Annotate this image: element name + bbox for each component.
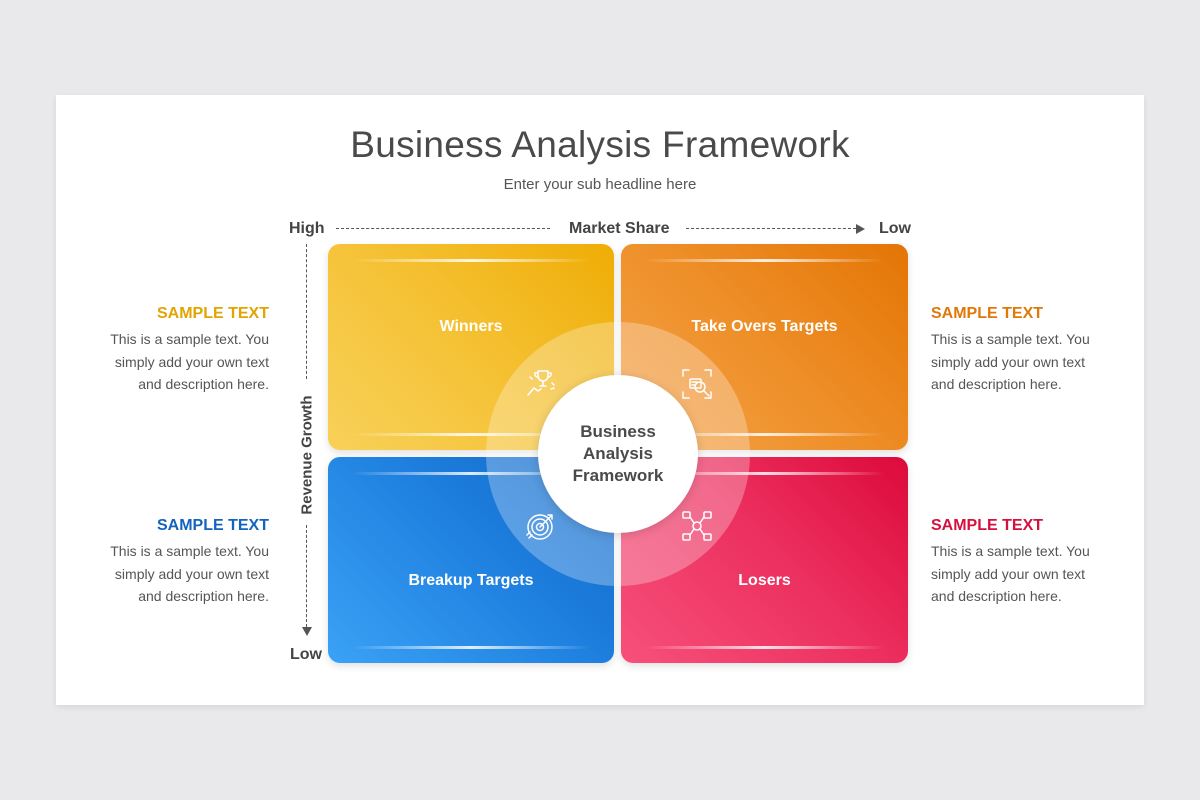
left-bottom-body: This is a sample text. You simply add yo… [99, 540, 269, 608]
bullseye-icon [526, 514, 553, 540]
left-bottom-heading: SAMPLE TEXT [156, 517, 269, 534]
body-line: This is a sample text. You [110, 331, 269, 347]
quadrant-losers: Losers [621, 457, 908, 663]
quadrant-shine-top [352, 259, 590, 262]
body-line: This is a sample text. You [110, 543, 269, 559]
body-line: and description here. [138, 376, 269, 392]
axis-left-low-label: Low [290, 646, 322, 663]
page-title: Business Analysis Framework [350, 124, 850, 165]
center-label-line2: Analysis [583, 444, 653, 463]
right-top-heading: SAMPLE TEXT [931, 305, 1044, 322]
axis-top-high-label: High [289, 220, 325, 237]
left-top-body: This is a sample text. You simply add yo… [99, 328, 269, 396]
right-bottom-body: This is a sample text. You simply add yo… [931, 540, 1101, 608]
body-line: simply add your own text [931, 353, 1086, 370]
trophy-icon [527, 370, 555, 396]
quadrant-label: Take Overs Targets [691, 318, 838, 335]
body-line: and description here. [138, 588, 269, 604]
body-line: simply add your own text [931, 565, 1086, 582]
body-line: simply add your own text [114, 565, 269, 582]
right-bottom-heading: SAMPLE TEXT [931, 517, 1044, 534]
axis-top-dash-left [336, 228, 550, 229]
axis-top-arrow-icon [856, 224, 865, 234]
quadrant-shine-bottom [352, 646, 590, 649]
axis-top-title: Market Share [569, 220, 670, 237]
quadrant-shine-bottom [645, 433, 884, 436]
quadrant-label: Breakup Targets [408, 572, 534, 589]
page-subtitle: Enter your sub headline here [503, 176, 697, 193]
network-hub-icon [682, 511, 712, 541]
axis-top-dash-right [686, 228, 856, 229]
body-line: and description here. [931, 588, 1062, 604]
quadrant-shine-bottom [352, 433, 590, 436]
axis-left-arrow-icon [302, 627, 312, 636]
quadrant-shine-top [352, 472, 590, 475]
left-top-heading: SAMPLE TEXT [156, 305, 269, 322]
body-line: and description here. [931, 376, 1062, 392]
center-hub: Business Analysis Framework [538, 375, 698, 533]
quadrant-label: Winners [439, 318, 503, 335]
body-line: simply add your own text [114, 353, 269, 370]
target-search-icon [682, 369, 712, 399]
right-top-body: This is a sample text. You simply add yo… [931, 328, 1101, 396]
axis-left-dash-bottom [306, 525, 307, 627]
body-line: This is a sample text. You [931, 543, 1090, 559]
quadrant-shine-bottom [645, 646, 884, 649]
axis-left-title: Revenue Growth [298, 395, 316, 515]
quadrant-shine-top [645, 472, 884, 475]
quadrant-shine-top [645, 259, 884, 262]
body-line: This is a sample text. You [931, 331, 1090, 347]
center-label-line1: Business [580, 422, 656, 441]
center-label-line3: Framework [572, 466, 664, 485]
quadrant-label: Losers [738, 572, 791, 589]
axis-top-low-label: Low [879, 220, 911, 237]
axis-left-dash-top [306, 244, 307, 379]
